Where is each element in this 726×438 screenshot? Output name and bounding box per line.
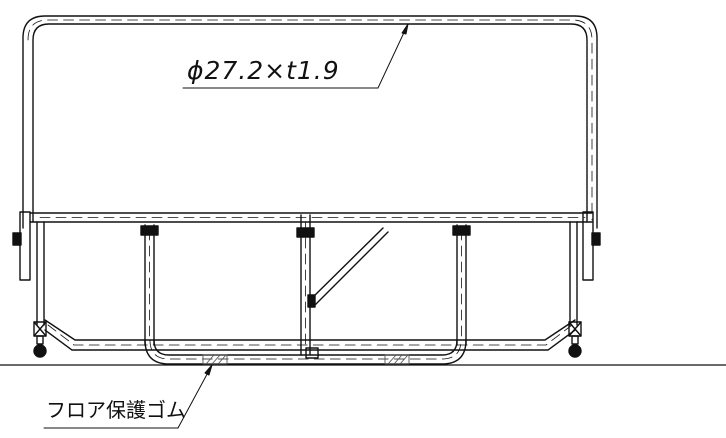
left-caster-assembly [33,321,47,358]
left-side-clamp [12,211,45,326]
floor-protection-rubber-pads [202,354,410,365]
top-handrail [22,15,598,229]
right-caster-assembly [568,321,582,358]
right-side-clamp [569,211,601,326]
inner-vertical-tubes [144,214,467,356]
base-top-rail [29,212,593,223]
pipe-dimension-label: ϕ27.2×t1.9 [187,56,340,85]
diagonal-strut [307,227,389,308]
floor-protection-rubber-label: フロア保護ゴム [46,398,186,422]
rail-clamp-fittings [140,225,471,238]
dimension-leader [182,23,409,89]
part-leader [43,364,213,429]
center-foot [305,347,319,359]
